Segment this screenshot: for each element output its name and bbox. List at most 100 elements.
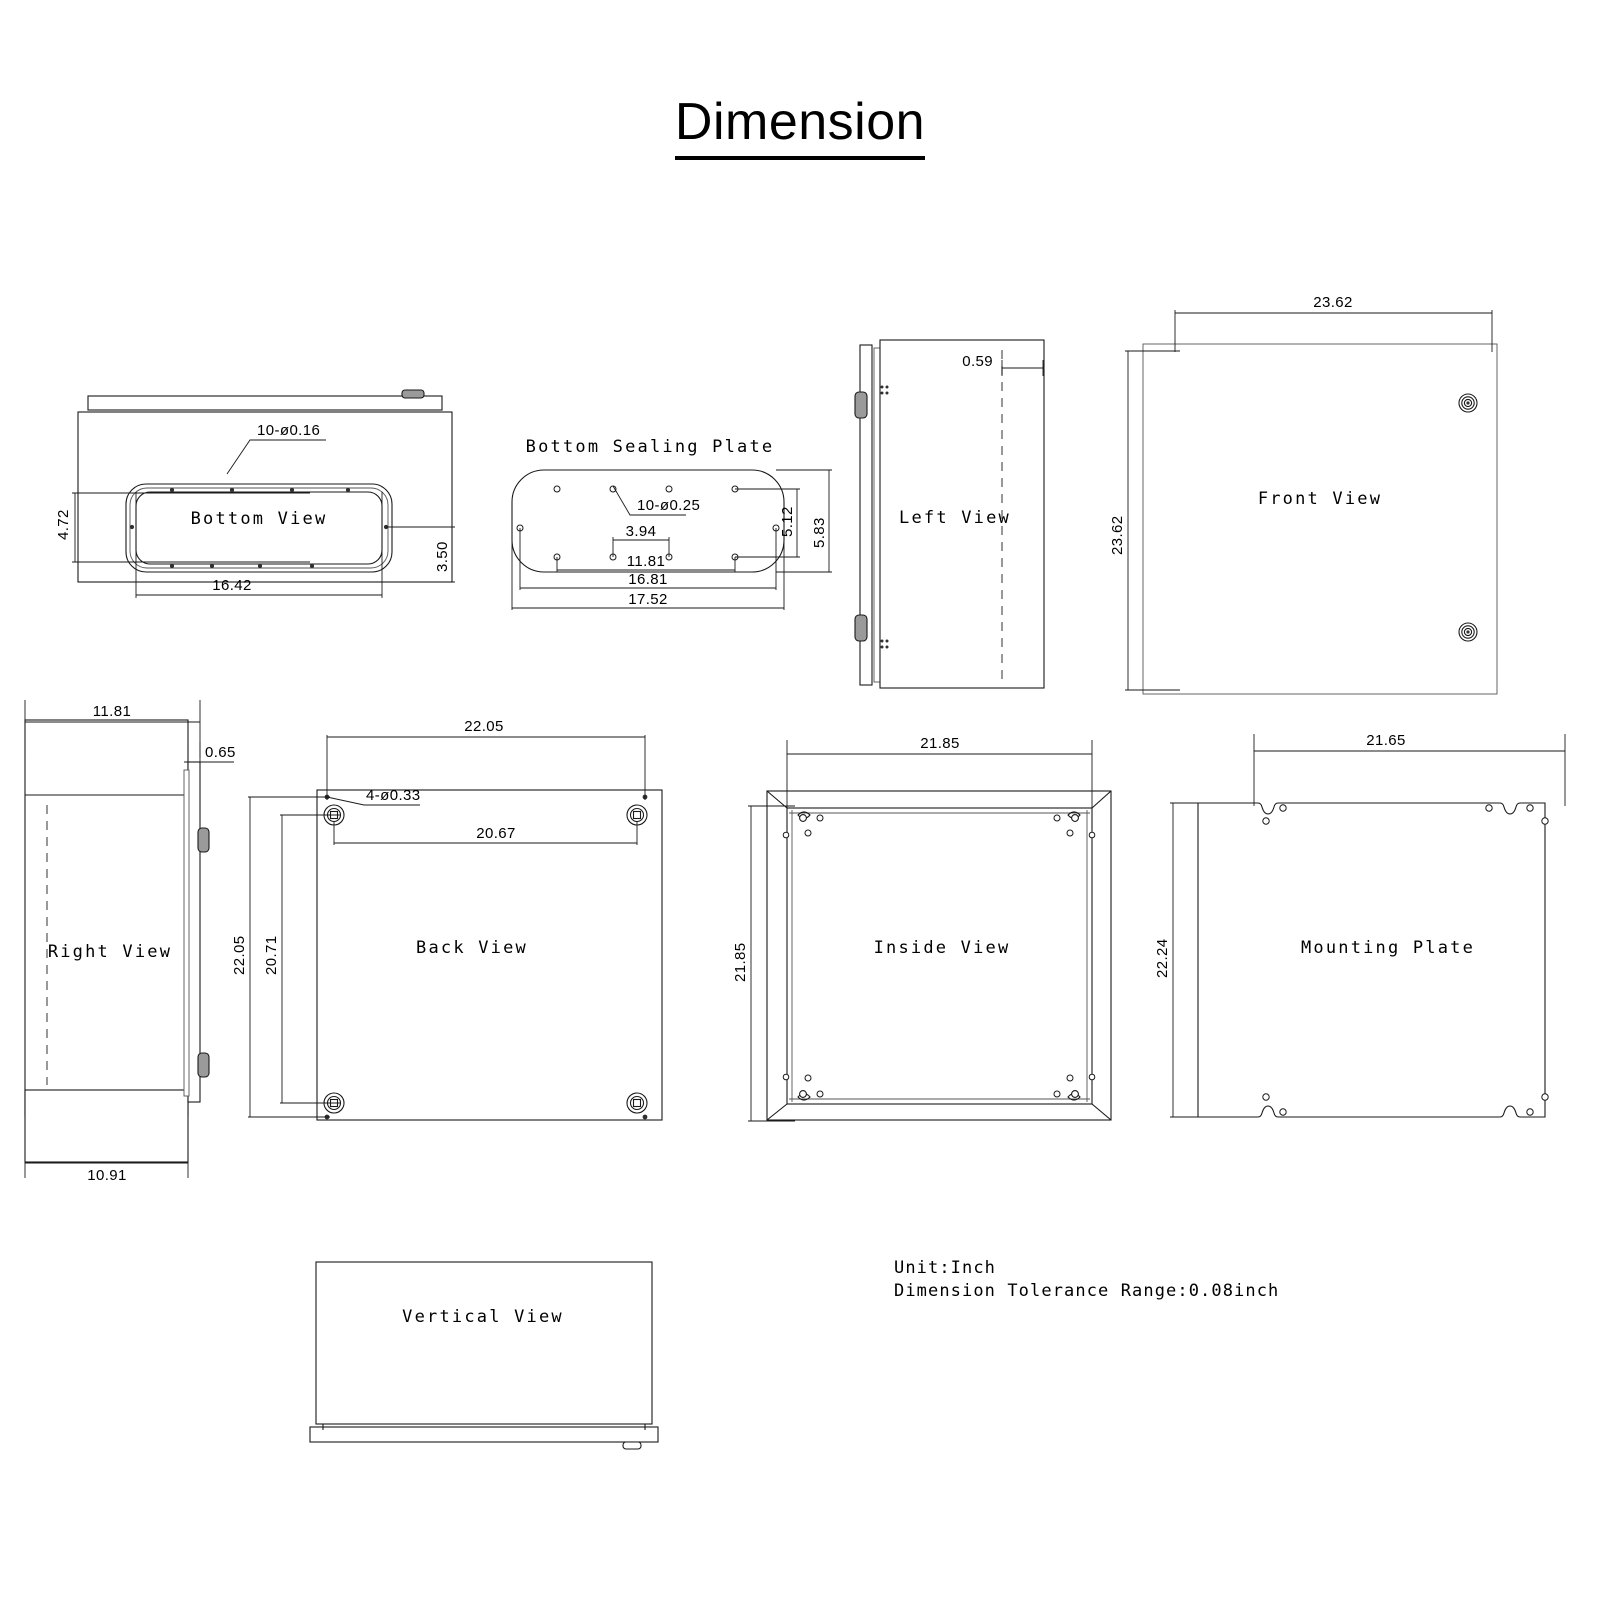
bottom-view-top-strip xyxy=(87,395,443,411)
front-view-latch-bottom xyxy=(1458,622,1478,642)
back-view-dim-2205h: 22.05 xyxy=(231,935,248,975)
inside-view-stud-tr xyxy=(1067,811,1081,822)
bottom-view-label: Bottom View xyxy=(191,509,328,529)
right-view-gasket xyxy=(183,769,190,1097)
bottom-view-hole xyxy=(229,487,235,493)
mounting-plate-group: 21.65 22.24 Mounting Plate xyxy=(1154,732,1566,1118)
inside-view-dim-height: 21.85 xyxy=(732,942,749,982)
mounting-plate-hole xyxy=(1541,817,1549,825)
inside-view-cavity xyxy=(786,807,1093,1105)
inside-view-bevel-bl xyxy=(766,1103,788,1121)
bottom-view-dim-472: 4.72 xyxy=(55,509,72,540)
right-view-dim-1181: 11.81 xyxy=(93,703,131,720)
sealing-plate-callout-text: 10-ø0.25 xyxy=(637,497,700,514)
back-view-hole xyxy=(642,1114,648,1120)
left-view-screw xyxy=(880,645,884,649)
sealing-plate-hole xyxy=(553,485,561,493)
left-view-screw xyxy=(885,391,889,395)
left-view-screw xyxy=(885,639,889,643)
left-view-screw xyxy=(885,385,889,389)
inside-view-hole xyxy=(1088,831,1096,839)
bottom-view-hole xyxy=(169,563,175,569)
bottom-view-tab xyxy=(401,389,425,399)
inside-view-hole xyxy=(804,1074,812,1082)
bottom-view-hole xyxy=(345,487,351,493)
inside-view-hole xyxy=(816,1090,824,1098)
bottom-view-dim-350: 3.50 xyxy=(434,541,451,572)
front-view-dim-height: 23.62 xyxy=(1109,515,1126,555)
vertical-view-base-strip xyxy=(309,1426,659,1443)
mounting-plate-label: Mounting Plate xyxy=(1301,938,1475,958)
inside-view-label: Inside View xyxy=(874,938,1011,958)
right-view-hinge-top xyxy=(197,827,210,853)
back-view-label: Back View xyxy=(416,938,528,958)
sealing-plate-dim-512: 5.12 xyxy=(779,506,796,537)
left-view-group: 0.59 Left View xyxy=(854,339,1045,689)
right-view-hinge-bottom xyxy=(197,1052,210,1078)
front-view-door-frame xyxy=(1142,343,1498,695)
bottom-view-hole xyxy=(129,524,135,530)
sealing-plate-dim-1752: 17.52 xyxy=(628,591,668,608)
inside-view-hole xyxy=(1066,1074,1074,1082)
inside-view-hole xyxy=(1053,1090,1061,1098)
bottom-view-dim-1642: 16.42 xyxy=(212,577,252,594)
page-title: Dimension xyxy=(0,96,1600,160)
inside-view-hole xyxy=(1066,829,1074,837)
front-view-group: 23.62 23.62 Front View xyxy=(1109,294,1498,695)
right-view-base xyxy=(24,1089,189,1163)
left-view-screw xyxy=(885,645,889,649)
inside-view-stud-tl xyxy=(797,811,811,822)
left-view-screw xyxy=(880,391,884,395)
inside-view-stud-bl xyxy=(797,1090,811,1101)
mounting-plate-dim-height: 22.24 xyxy=(1154,938,1171,978)
inside-view-hole xyxy=(782,831,790,839)
bottom-view-group: 10-ø0.16 4.72 3.50 16.42 Bottom View xyxy=(55,389,455,598)
mounting-plate-outline xyxy=(1197,802,1546,1118)
back-view-dim-2071: 20.71 xyxy=(263,935,280,975)
left-view-gasket xyxy=(873,347,881,683)
right-view-body xyxy=(24,719,189,1117)
mounting-plate-hole xyxy=(1279,1108,1287,1116)
vertical-view-tab xyxy=(622,1441,642,1450)
right-view-group: 11.81 0.65 10.91 Right View xyxy=(24,700,236,1184)
inside-view-hole xyxy=(782,1073,790,1081)
back-view-callout-text: 4-ø0.33 xyxy=(366,787,421,804)
front-view-label: Front View xyxy=(1258,489,1382,509)
back-view-bracket-br xyxy=(626,1092,648,1114)
inside-view-hole xyxy=(1053,814,1061,822)
left-view-label: Left View xyxy=(899,508,1011,528)
bottom-sealing-plate-group: Bottom Sealing Plate 10-ø0.25 3.94 xyxy=(511,437,832,610)
inside-view-stud-br xyxy=(1067,1090,1081,1101)
back-view-callout-leader xyxy=(326,796,420,806)
right-view-dim-065: 0.65 xyxy=(205,744,236,761)
back-view-bracket-tr xyxy=(626,804,648,826)
back-view-dim-2067: 20.67 xyxy=(476,825,516,842)
left-view-screw xyxy=(880,385,884,389)
vertical-view-body xyxy=(315,1261,653,1425)
sealing-plate-dim-1181: 11.81 xyxy=(627,553,665,570)
note-unit: Unit:Inch xyxy=(894,1258,996,1278)
left-view-screw xyxy=(880,639,884,643)
inside-view-dim-width: 21.85 xyxy=(920,735,960,752)
notes-block: Unit:Inch Dimension Tolerance Range:0.08… xyxy=(894,1258,1279,1301)
inside-view-bevel-tl xyxy=(766,790,788,809)
mounting-plate-dim-width: 21.65 xyxy=(1366,732,1406,749)
bottom-sealing-plate-title: Bottom Sealing Plate xyxy=(526,437,775,457)
sealing-plate-dim-583: 5.83 xyxy=(811,517,828,548)
mounting-plate-hole xyxy=(1262,1093,1270,1101)
back-view-dim-2205w: 22.05 xyxy=(464,718,504,735)
bottom-view-hole xyxy=(257,563,263,569)
left-view-hinge-bottom xyxy=(854,614,868,642)
bottom-view-hole xyxy=(289,487,295,493)
mounting-plate-hole xyxy=(1526,1108,1534,1116)
sealing-plate-callout-leader xyxy=(612,485,686,516)
mounting-plate-hole xyxy=(1526,804,1534,812)
left-view-dim-059: 0.59 xyxy=(962,353,993,370)
right-view-door-edge xyxy=(187,761,201,1103)
note-tolerance: Dimension Tolerance Range:0.08inch xyxy=(894,1281,1279,1301)
right-view-label: Right View xyxy=(48,942,172,962)
mounting-plate-hole xyxy=(1485,804,1493,812)
front-view-latch-top xyxy=(1458,393,1478,413)
back-view-body xyxy=(316,789,663,1121)
